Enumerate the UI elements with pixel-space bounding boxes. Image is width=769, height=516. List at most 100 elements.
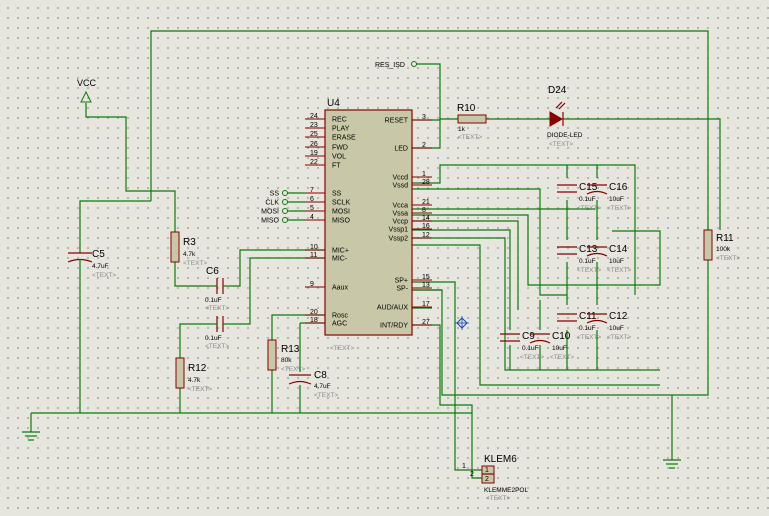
c8-capacitor[interactable]: C8 4.7uF <TEXT> xyxy=(288,370,338,399)
r11-text: <TEXT> xyxy=(716,255,740,262)
c8-ref: C8 xyxy=(314,370,327,381)
klem6-text: <TEXT> xyxy=(486,495,510,502)
u4-pin-name: Vccd xyxy=(392,175,408,182)
c9-capacitor[interactable]: C90.1uF<TEXT> xyxy=(500,331,544,361)
vcc-terminal[interactable]: VCC xyxy=(77,78,97,103)
u4-pin-number: 28 xyxy=(422,179,430,186)
u4-pin-number: 24 xyxy=(310,113,318,120)
c9-ref: C9 xyxy=(522,331,535,342)
u4-pin-number: 3 xyxy=(422,114,426,121)
c5-capacitor[interactable]: C5 4.7uF <TEXT> xyxy=(67,230,116,279)
r3-resistor[interactable]: R3 4.7k <TEXT> xyxy=(170,231,207,267)
spi-label: SS xyxy=(270,191,280,198)
klem6-connector[interactable]: 1 2 1 2 KLEM6 KLEMME2POL <TEXT> xyxy=(462,454,528,502)
c11-ref: C11 xyxy=(579,311,597,322)
r13-resistor[interactable]: R13 80k <TEXT> xyxy=(267,339,305,373)
res-isd-terminal[interactable]: RES_ISD xyxy=(375,61,417,70)
spi-terminal-clk[interactable]: CLK xyxy=(265,199,305,207)
c8-text: <TEXT> xyxy=(314,392,338,399)
klem6-pin2-label: 2 xyxy=(485,476,489,483)
u4-pin-name: AUD/AUX xyxy=(377,305,408,312)
d24-text: <TEXT> xyxy=(549,141,573,148)
u4-pin-name: REC xyxy=(332,117,347,124)
c14-text: <TEXT> xyxy=(607,267,631,274)
c5-val: 4.7uF xyxy=(92,263,109,270)
u4-pin-number: 17 xyxy=(422,301,430,308)
r12-resistor[interactable]: R12 4.7k <TEXT> xyxy=(175,357,212,393)
spi-terminal-mosi[interactable]: MOSI xyxy=(261,208,305,216)
ground-symbol xyxy=(663,459,681,469)
c16-val: 10uF xyxy=(609,196,624,203)
c6b-capacitor[interactable]: 0.1uF <TEXT> xyxy=(205,316,230,350)
c6b-val: 0.1uF xyxy=(205,335,222,342)
r10-resistor[interactable]: R10 1k <TEXT> xyxy=(457,103,487,141)
d24-led[interactable]: D24 DIODE-LED <TEXT> xyxy=(547,85,583,148)
c10-text: <TEXT> xyxy=(550,354,574,361)
c15-val: 0.1uF xyxy=(579,196,596,203)
d24-ref: D24 xyxy=(548,85,567,96)
r3-val: 4.7k xyxy=(183,251,196,258)
u4-pin-number: 12 xyxy=(422,232,430,239)
c13-ref: C13 xyxy=(579,244,598,255)
r11-resistor[interactable]: R11 100k <TEXT> xyxy=(703,229,740,262)
u4-pin-name: Vssd xyxy=(392,183,408,190)
u4-pin-name: RESET xyxy=(385,118,409,125)
u4-pin-number: 5 xyxy=(310,205,314,212)
u4-pin-name: SCLK xyxy=(332,200,351,207)
u4-pin-name: Rosc xyxy=(332,313,348,320)
spi-terminal-ss[interactable]: SS xyxy=(270,190,305,198)
c12-val: 10uF xyxy=(609,325,624,332)
c10-val: 10uF xyxy=(552,345,567,352)
u4-pin-name: Vcca xyxy=(392,203,408,210)
c11-text: <TEXT> xyxy=(577,334,601,341)
spi-label: MISO xyxy=(261,218,279,225)
u4-pin-name: MIC- xyxy=(332,256,348,263)
spi-terminal-miso[interactable]: MISO xyxy=(261,217,305,225)
u4-pin-name: SP+ xyxy=(395,278,408,285)
u4-pin-number: 14 xyxy=(422,215,430,222)
c6-capacitor[interactable]: C6 0.1uF <TEXT> xyxy=(205,266,230,312)
crosshair-marker-icon[interactable] xyxy=(455,316,469,330)
u4-pin-number: 25 xyxy=(310,131,318,138)
ground-symbol xyxy=(22,431,40,441)
u4-pin-name: FWD xyxy=(332,145,348,152)
c14-val: 10uF xyxy=(609,258,624,265)
